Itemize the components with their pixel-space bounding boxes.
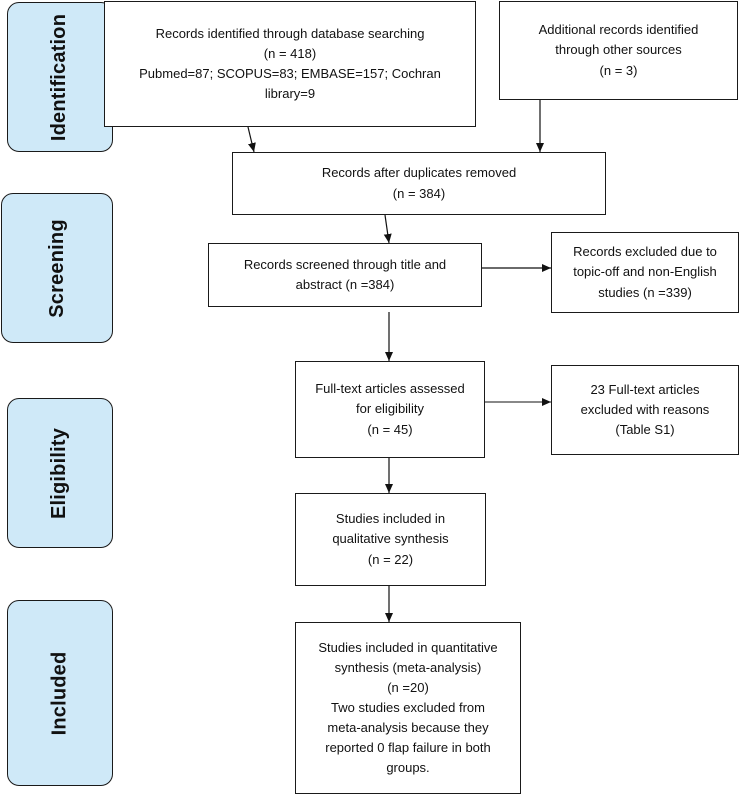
box-line: Records excluded due to	[573, 244, 717, 260]
phase-included: Included	[7, 600, 113, 786]
box-line: Studies included in quantitative	[318, 639, 498, 655]
box-line: Records identified through database sear…	[155, 25, 425, 41]
arrow-database-to-duplicates	[247, 126, 256, 153]
box-line: groups.	[386, 760, 430, 776]
box-line: abstract (n =384)	[295, 277, 395, 292]
box-line: Two studies excluded from	[331, 699, 485, 715]
box-line: through other sources	[555, 42, 682, 58]
box-quantitative: Studies included in quantitative synthes…	[295, 622, 521, 794]
box-line: (n = 3)	[599, 62, 638, 78]
arrow-duplicates-to-screened	[383, 214, 392, 244]
box-line: qualitative synthesis	[332, 531, 449, 547]
box-line: meta-analysis because they	[327, 720, 489, 736]
box-line: (Table S1)	[615, 422, 675, 438]
box-line: (n = 384)	[392, 185, 446, 201]
box-line: Full-text articles assessed	[315, 381, 465, 397]
box-line: library=9	[264, 86, 316, 102]
box-line: synthesis (meta-analysis)	[334, 659, 482, 675]
box-line: (n = 418)	[263, 45, 317, 61]
box-line: Pubmed=87; SCOPUS=83; EMBASE=157; Cochra…	[139, 66, 441, 81]
phase-identification: Identification	[7, 2, 113, 152]
box-line: for eligibility	[356, 401, 424, 417]
box-line: (n = 22)	[367, 551, 414, 567]
box-line: Additional records identified	[538, 22, 699, 38]
box-line: topic-off and non-English	[573, 264, 717, 280]
box-line: (n =20)	[387, 679, 429, 695]
box-line: Studies included in	[335, 511, 446, 527]
box-database-search: Records identified through database sear…	[104, 1, 476, 127]
box-duplicates-removed: Records after duplicates removed (n = 38…	[232, 152, 606, 215]
box-fulltext-excluded: 23 Full-text articles excluded with reas…	[551, 365, 739, 455]
box-other-sources: Additional records identified through ot…	[499, 1, 738, 100]
box-screened: Records screened through title and abstr…	[208, 243, 482, 307]
box-line: Records screened through title and	[243, 256, 447, 272]
box-line: (n = 45)	[367, 421, 413, 437]
box-line: excluded with reasons	[580, 401, 710, 417]
box-fulltext-assessed: Full-text articles assessed for eligibil…	[295, 361, 485, 458]
box-qualitative: Studies included in qualitative synthesi…	[295, 493, 486, 586]
phase-screening: Screening	[1, 193, 113, 343]
box-line: Records after duplicates removed	[321, 165, 517, 181]
box-line: 23 Full-text articles	[590, 381, 700, 397]
box-line: studies (n =339)	[598, 284, 692, 300]
box-line: reported 0 flap failure in both	[325, 740, 491, 756]
phase-eligibility: Eligibility	[7, 398, 113, 548]
box-excluded-screening: Records excluded due to topic-off and no…	[551, 232, 739, 313]
